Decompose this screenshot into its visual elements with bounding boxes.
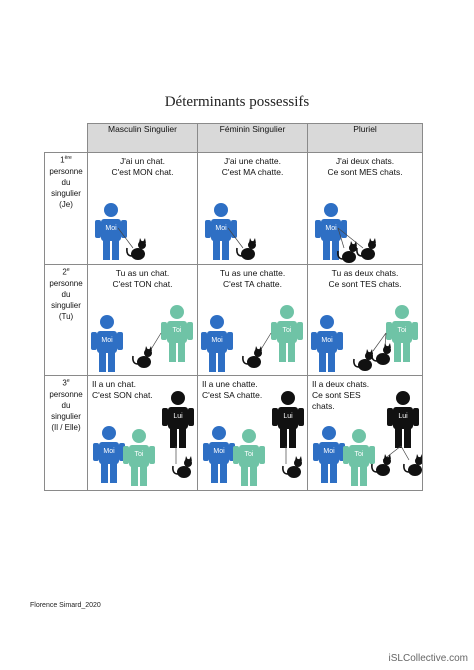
column-header-feminin: Féminin Singulier xyxy=(197,123,308,153)
person-lui-icon: Lui xyxy=(272,391,304,448)
illustration: Moi xyxy=(205,203,256,260)
person-moi-icon: Moi xyxy=(201,315,233,372)
header-row: Masculin Singulier Féminin Singulier Plu… xyxy=(44,123,423,153)
person-lui-icon: Lui xyxy=(162,391,194,448)
cat-icon xyxy=(282,456,302,478)
person-toi-icon: Toi xyxy=(386,305,418,362)
cell-il-fem: Il a une chatte.C'est SA chatte. Moi Toi L… xyxy=(197,375,308,491)
corner-cell xyxy=(44,123,88,153)
person-moi-icon: Moi xyxy=(93,426,125,483)
cell-tu-masc: Tu as un chat.C'est TON chat. Moi Toi xyxy=(87,264,198,376)
cell-je-plur: J'ai deux chats.Ce sont MES chats. Moi xyxy=(307,152,423,265)
leash-line xyxy=(259,332,272,352)
leash-line xyxy=(337,227,345,249)
leash-line xyxy=(337,227,364,249)
figure-label: Toi xyxy=(245,451,254,458)
figure-label: Toi xyxy=(283,327,292,334)
person-moi-icon: Moi xyxy=(315,203,347,260)
illustration: Moi Toi Lui xyxy=(313,391,422,486)
illustration: Moi xyxy=(315,203,376,263)
figure-label: Moi xyxy=(323,448,335,455)
figure-label: Lui xyxy=(173,413,183,420)
person-toi-icon: Toi xyxy=(271,305,303,362)
cell-tu-plur: Tu as deux chats.Ce sont TES chats. Moi T… xyxy=(307,264,423,376)
illustration: Moi Toi Lui xyxy=(93,391,194,486)
figure-label: Toi xyxy=(355,451,364,458)
leash-line xyxy=(117,227,134,249)
figure-label: Moi xyxy=(105,225,117,232)
person-moi-icon: Moi xyxy=(311,315,343,372)
cell-je-masc: J'ai un chat.C'est MON chat. Moi xyxy=(87,152,198,265)
sentence: J'ai une chatte.C'est MA chatte. xyxy=(221,156,284,177)
figure-label: Moi xyxy=(101,337,113,344)
sentence: Il a un chat.C'est SON chat. xyxy=(92,379,153,400)
cell-il-masc: Il a un chat.C'est SON chat. Moi Toi Lui xyxy=(87,375,198,491)
watermark: iSLCollective.com xyxy=(388,653,468,664)
figure-label: Moi xyxy=(211,337,223,344)
cat-icon xyxy=(371,454,391,476)
cat-icon xyxy=(236,238,256,260)
person-moi-icon: Moi xyxy=(313,426,345,483)
figure-label: Moi xyxy=(103,448,115,455)
person-toi-icon: Toi xyxy=(343,429,375,486)
figure-label: Toi xyxy=(135,451,144,458)
cat-icon xyxy=(356,238,376,260)
column-header-pluriel: Pluriel xyxy=(307,123,423,153)
figure-label: Moi xyxy=(213,448,225,455)
person-moi-icon: Moi xyxy=(203,426,235,483)
leash-line xyxy=(149,332,162,352)
sentence: Tu as une chatte.C'est TA chatte. xyxy=(219,268,286,289)
illustration: Moi Toi Lui xyxy=(203,391,304,486)
leash-line xyxy=(227,227,244,249)
sentence: J'ai deux chats.Ce sont MES chats. xyxy=(327,156,403,177)
cat-icon xyxy=(337,241,357,263)
illustration: Moi Toi xyxy=(201,305,303,372)
illustration: Moi xyxy=(95,203,146,260)
sentence: Tu as deux chats.Ce sont TES chats. xyxy=(328,268,402,289)
cell-je-fem: J'ai une chatte.C'est MA chatte. Moi xyxy=(197,152,308,265)
cat-icon xyxy=(126,238,146,260)
cat-icon xyxy=(403,454,422,476)
leash-line xyxy=(372,332,387,352)
cat-icon xyxy=(132,346,152,368)
person-moi-icon: Moi xyxy=(95,203,127,260)
cell-tu-fem: Tu as une chatte.C'est TA chatte. Moi Toi xyxy=(197,264,308,376)
figure-label: Moi xyxy=(321,337,333,344)
figure-label: Lui xyxy=(283,413,293,420)
illustration: Moi Toi xyxy=(91,305,193,372)
person-moi-icon: Moi xyxy=(205,203,237,260)
footer-author: Florence Simard_2020 xyxy=(30,602,101,609)
figure-label: Lui xyxy=(398,413,408,420)
page-title: Déterminants possessifs xyxy=(164,94,310,110)
figure-label: Toi xyxy=(398,327,407,334)
person-moi-icon: Moi xyxy=(91,315,123,372)
cat-icon xyxy=(242,346,262,368)
person-lui-icon: Lui xyxy=(387,391,419,448)
figure-label: Moi xyxy=(215,225,227,232)
figure-label: Toi xyxy=(173,327,182,334)
column-header-masculin: Masculin Singulier xyxy=(87,123,198,153)
sentence: Tu as un chat.C'est TON chat. xyxy=(112,268,173,289)
cat-icon xyxy=(371,343,391,365)
person-toi-icon: Toi xyxy=(123,429,155,486)
sentence: Il a une chatte.C'est SA chatte. xyxy=(202,379,263,400)
leash-line xyxy=(400,445,410,461)
cat-icon xyxy=(172,456,192,478)
person-toi-icon: Toi xyxy=(233,429,265,486)
illustration: Moi Toi xyxy=(311,305,418,372)
sentence: J'ai un chat.C'est MON chat. xyxy=(111,156,174,177)
figure-label: Moi xyxy=(325,225,337,232)
person-toi-icon: Toi xyxy=(161,305,193,362)
possessives-table: Masculin Singulier Féminin Singulier Plu… xyxy=(44,123,423,491)
cat-icon xyxy=(353,349,373,371)
